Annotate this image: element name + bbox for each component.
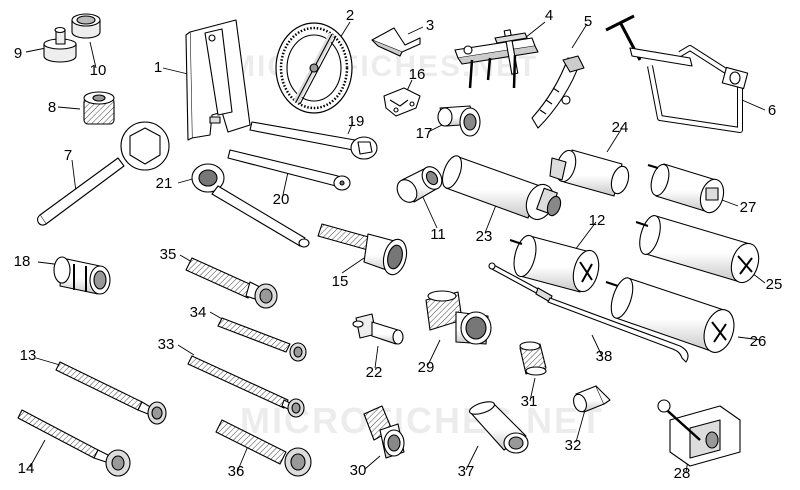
callout-2: 2 — [345, 7, 355, 24]
part-22-adapter — [352, 313, 404, 345]
part-38-probe — [488, 262, 689, 363]
part-15-sleeve — [317, 223, 408, 276]
callout-20: 20 — [272, 191, 290, 208]
callout-32: 32 — [564, 437, 582, 454]
part-12-cylinder — [509, 234, 600, 293]
callout-8: 8 — [47, 99, 57, 116]
part-16-bracket — [383, 87, 421, 117]
part-18-slotted-sleeve — [53, 256, 111, 295]
callout-12: 12 — [588, 212, 606, 229]
callout-1: 1 — [153, 59, 163, 76]
part-10-cap — [71, 13, 101, 39]
callout-26: 26 — [749, 333, 767, 350]
callout-23: 23 — [475, 228, 493, 245]
callout-3: 3 — [425, 17, 435, 34]
callout-16: 16 — [408, 66, 426, 83]
callout-28: 28 — [673, 465, 691, 482]
callout-29: 29 — [417, 359, 435, 376]
callout-11: 11 — [430, 226, 446, 243]
part-5-hook-tool — [531, 55, 585, 129]
part-26-cylinder — [605, 277, 735, 353]
part-6-puller — [605, 14, 749, 133]
callout-30: 30 — [349, 462, 367, 479]
callout-6: 6 — [767, 102, 777, 119]
part-37-sleeve — [468, 401, 529, 454]
part-35-bolt — [185, 257, 278, 309]
part-28-clamp — [657, 399, 741, 467]
callout-14: 14 — [17, 460, 35, 477]
callout-18: 18 — [13, 253, 31, 270]
callout-13: 13 — [19, 347, 37, 364]
part-8-knurled-nut — [83, 91, 115, 125]
part-27-cylinder — [647, 163, 725, 214]
part-36-bolt — [215, 419, 312, 477]
part-19-spanner — [249, 121, 378, 160]
part-2-degree-wheel — [275, 22, 353, 114]
callout-37: 37 — [457, 463, 475, 480]
callout-10: 10 — [89, 62, 107, 79]
part-24-cylinder — [549, 149, 630, 197]
callout-5: 5 — [583, 13, 593, 30]
part-9-plug — [43, 26, 77, 63]
part-21-box-wrench — [191, 163, 310, 248]
callout-27: 27 — [739, 199, 757, 216]
part-23-cylinder — [441, 155, 562, 221]
callout-24: 24 — [611, 119, 629, 136]
callout-34: 34 — [189, 304, 207, 321]
part-14-long-bolt — [17, 409, 131, 477]
callout-33: 33 — [157, 336, 175, 353]
part-30-threaded-nut — [363, 405, 405, 459]
part-33-bolt — [187, 355, 305, 418]
part-34-bolt — [217, 317, 307, 362]
part-29-threaded-sleeve — [425, 290, 492, 345]
part-13-long-bolt — [55, 361, 167, 425]
callout-17: 17 — [415, 125, 433, 142]
part-32-bullet — [573, 385, 611, 413]
callout-4: 4 — [544, 7, 554, 24]
part-11-bushing — [396, 166, 443, 203]
part-20-bar — [227, 149, 351, 191]
part-31-pin — [519, 341, 547, 376]
callout-21: 21 — [155, 175, 173, 192]
callout-35: 35 — [159, 246, 177, 263]
part-1-fork-bracket — [185, 19, 251, 141]
callout-19: 19 — [347, 113, 365, 130]
callout-36: 36 — [227, 463, 245, 480]
part-7-ring-wrench — [37, 121, 170, 226]
callout-9: 9 — [13, 45, 23, 62]
part-17-flanged-bushing — [437, 105, 481, 137]
callout-22: 22 — [365, 364, 383, 381]
part-25-cylinder — [635, 215, 760, 284]
callout-25: 25 — [765, 276, 783, 293]
callout-38: 38 — [595, 348, 613, 365]
callout-7: 7 — [63, 147, 73, 164]
callout-31: 31 — [520, 393, 538, 410]
part-4-frame-tool — [454, 29, 539, 89]
part-3-bracket — [371, 27, 421, 57]
callout-15: 15 — [331, 273, 349, 290]
